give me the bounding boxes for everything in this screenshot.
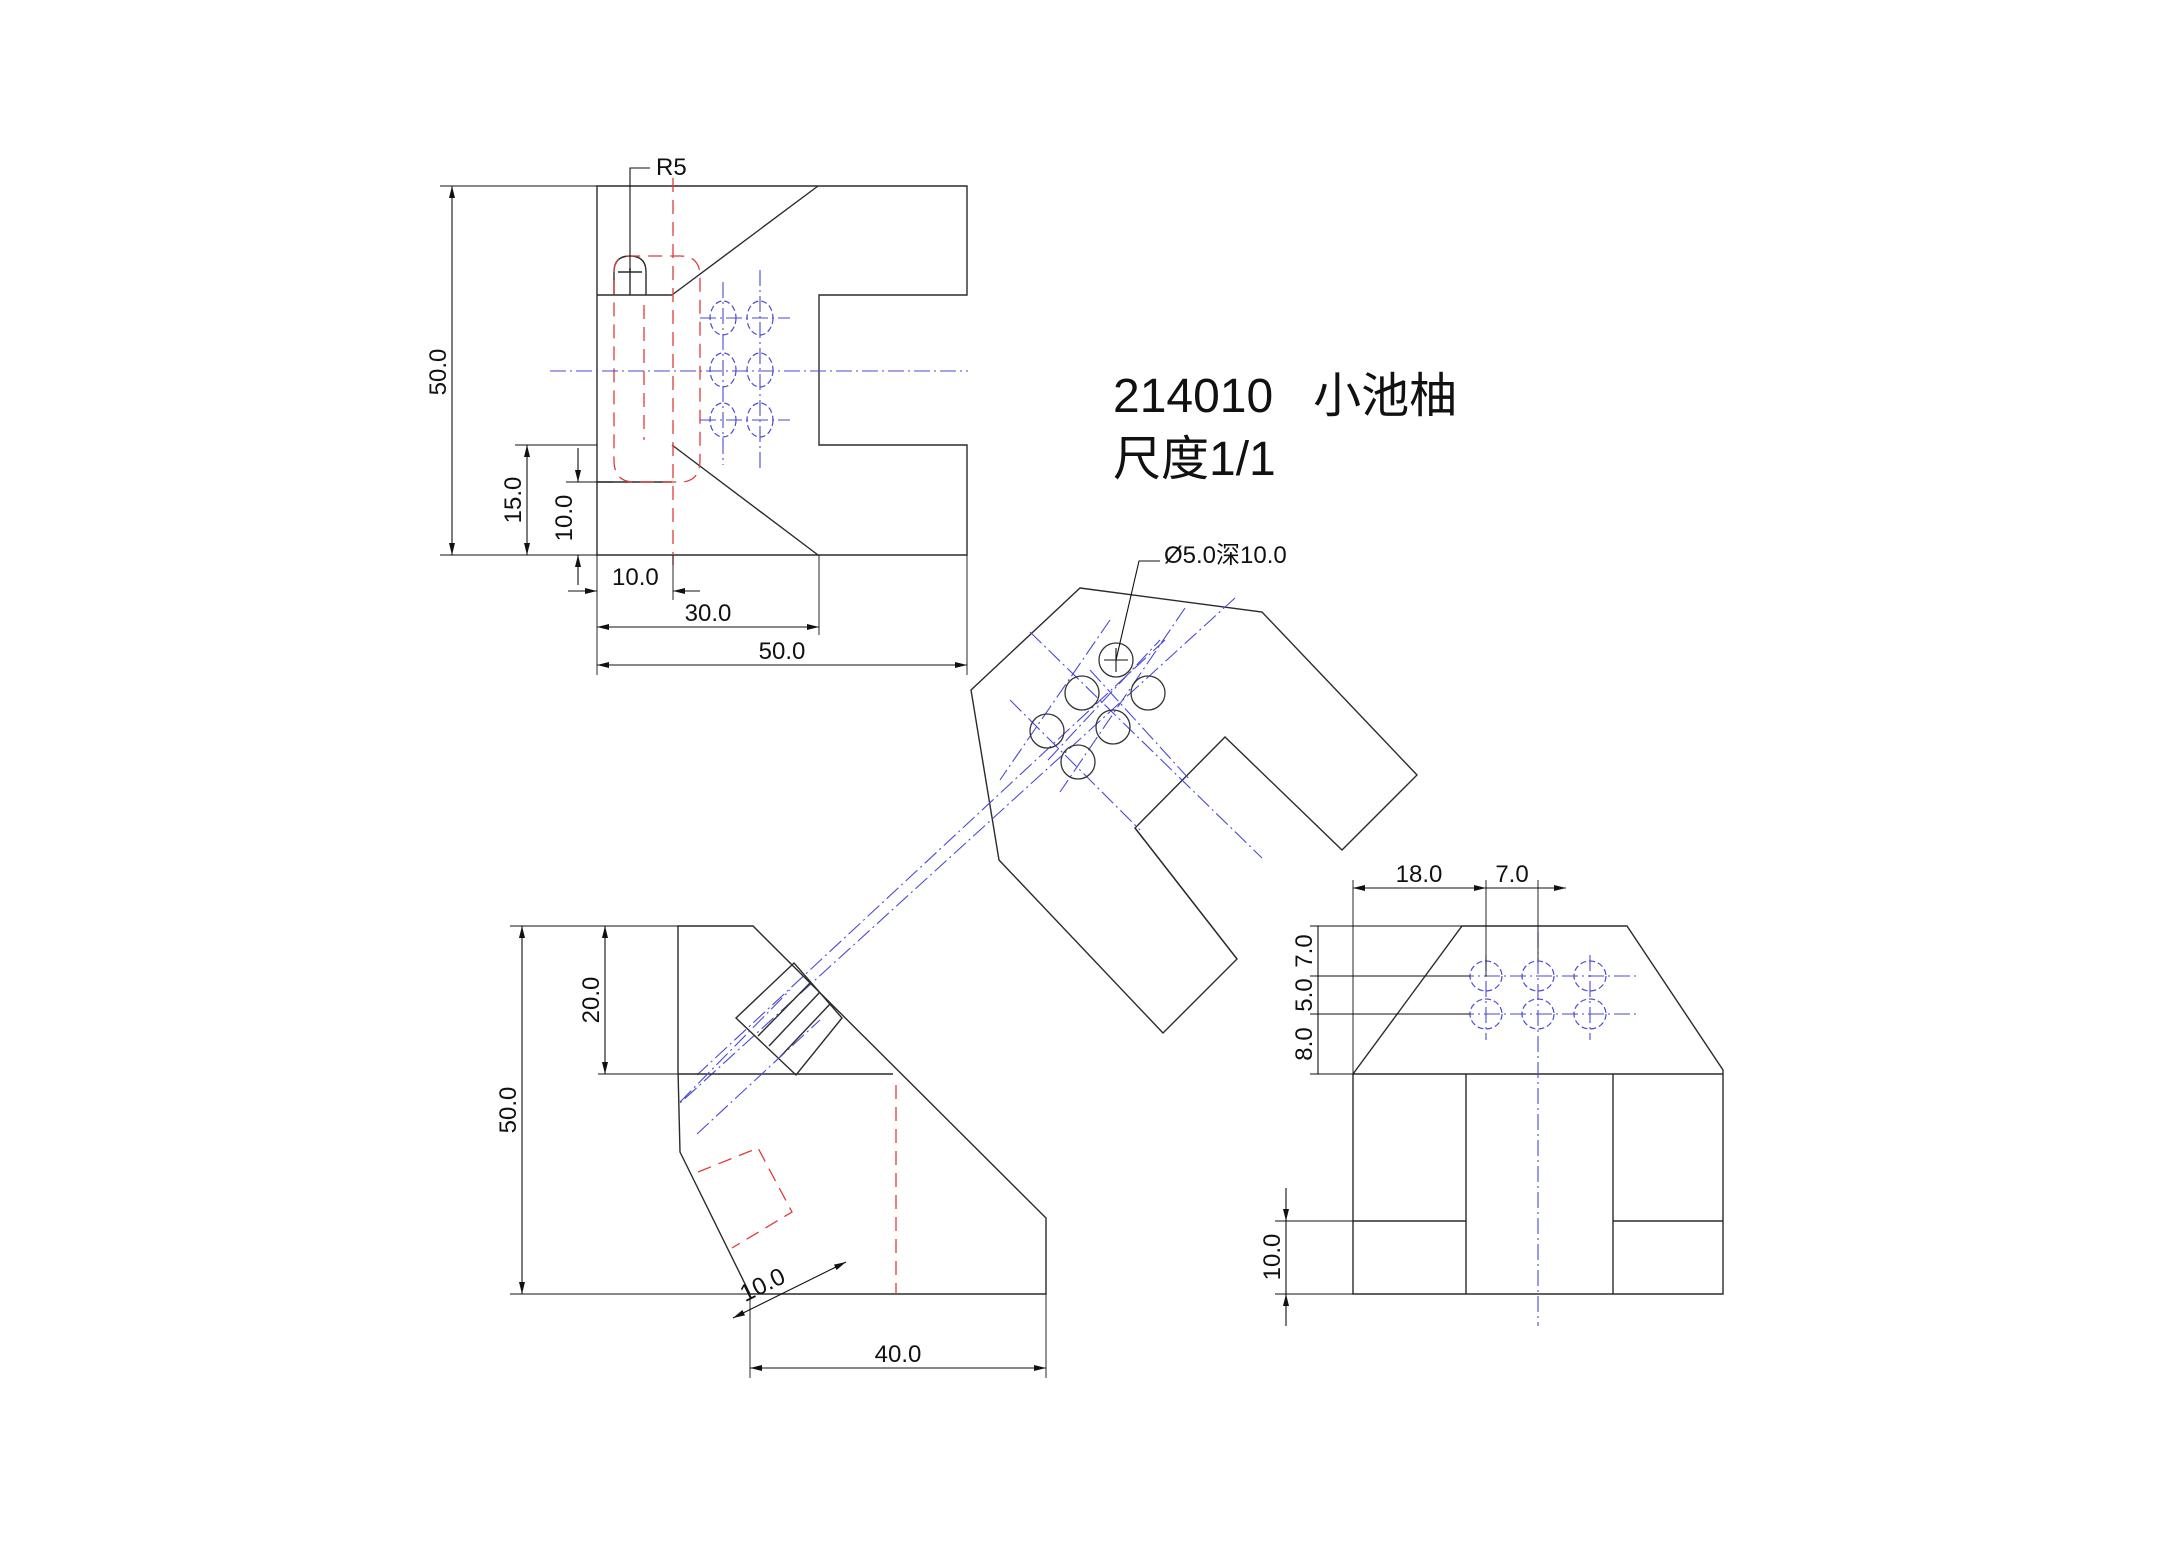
top-hole (746, 402, 774, 438)
rotated-hole (1095, 709, 1131, 745)
rotated-view: Ø5.0深10.0 (679, 542, 1418, 1104)
rotated-axis-line (696, 639, 1166, 1076)
front-tube-line (768, 991, 821, 1047)
top-chamfer-upper (671, 185, 819, 296)
rotated-hole (1098, 642, 1134, 678)
front-view-outline (677, 925, 1047, 1295)
top-hole (746, 300, 774, 336)
dim-15: 15.0 (500, 477, 527, 524)
top-hole (746, 352, 774, 388)
rotated-center-line (1029, 631, 1263, 859)
top-hole (709, 352, 737, 388)
side-hole (1573, 998, 1607, 1030)
front-tube-block (734, 961, 843, 1077)
hole-callout-leader (1115, 560, 1160, 661)
top-view: R5 50.0 15.0 10.0 10.0 30.0 50.0 (425, 154, 968, 675)
dim-front-50: 50.0 (495, 1087, 522, 1134)
rotated-hole (1064, 675, 1100, 711)
dim-front-20: 20.0 (578, 977, 605, 1024)
front-tube-line (779, 1003, 831, 1058)
side-view: 18.0 7.0 7.0 5.0 8.0 10.0 (1259, 861, 1724, 1326)
r5-leader (629, 167, 650, 272)
top-hole (709, 300, 737, 336)
dim-side-8: 8.0 (1291, 1027, 1318, 1060)
dim-side-7-vertical: 7.0 (1291, 934, 1318, 967)
rotated-hole (1029, 713, 1065, 749)
side-hole (1521, 998, 1555, 1030)
top-hole (709, 402, 737, 438)
side-hole (1521, 960, 1555, 992)
front-axis-line (679, 989, 791, 1103)
dim-10-horizontal: 10.0 (612, 564, 659, 591)
dim-side-18: 18.0 (1396, 861, 1443, 888)
front-view: 50.0 20.0 10.0 40.0 (495, 925, 1047, 1378)
top-view-outline (596, 185, 968, 556)
r5-label: R5 (656, 154, 687, 181)
rotated-hole (1060, 744, 1096, 780)
rotated-step-line (1134, 827, 1238, 960)
rotated-center-line (999, 619, 1111, 781)
scale-label: 尺度1/1 (1113, 433, 1276, 486)
part-number-title: 214010 小池柚 (1113, 370, 1457, 423)
dim-front-10: 10.0 (736, 1263, 790, 1308)
front-axis-line (696, 1019, 821, 1135)
front-tube-line (757, 982, 811, 1037)
dim-side-5: 5.0 (1291, 978, 1318, 1011)
dim-line-front-10 (732, 1261, 847, 1319)
dim-side-10: 10.0 (1259, 1234, 1286, 1281)
hole-callout: Ø5.0深10.0 (1164, 542, 1287, 569)
dim-50-horizontal: 50.0 (759, 638, 806, 665)
front-hidden-feature (697, 1147, 793, 1249)
title-block: 214010 小池柚 尺度1/1 (1113, 370, 1457, 486)
rotated-axis-line (679, 597, 1236, 1104)
side-hole (1573, 960, 1607, 992)
rotated-view-outline (970, 587, 1418, 1035)
rotated-hole (1130, 675, 1166, 711)
dim-50-top-view: 50.0 (425, 349, 452, 396)
top-hidden-slot (613, 255, 701, 483)
dim-30: 30.0 (685, 600, 732, 627)
dim-10-vertical: 10.0 (551, 495, 578, 542)
dim-side-7-top: 7.0 (1495, 861, 1528, 888)
dim-front-40: 40.0 (875, 1341, 922, 1368)
rotated-center-line (1047, 639, 1161, 761)
top-chamfer-lower (671, 444, 819, 556)
rotated-center-line (1009, 699, 1141, 831)
